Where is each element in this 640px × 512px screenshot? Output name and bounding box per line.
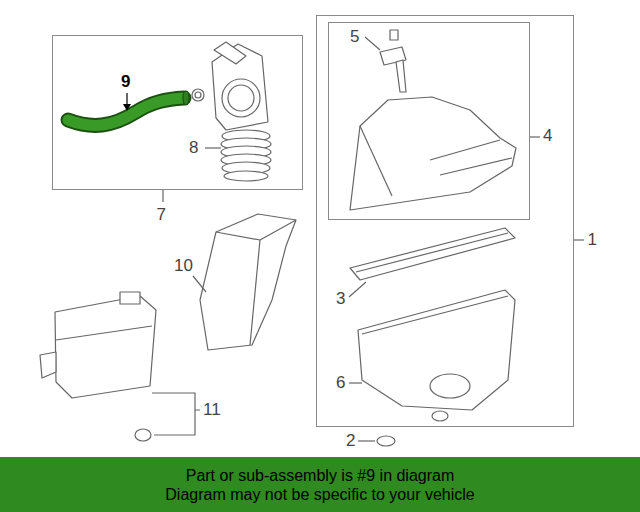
notice-band: Part or sub-assembly is #9 in diagramDia… bbox=[0, 457, 640, 512]
callout-number: 7 bbox=[157, 205, 166, 225]
callout-number: 9 bbox=[121, 72, 130, 92]
leader-lines bbox=[127, 37, 584, 441]
callout-number: 2 bbox=[346, 431, 355, 451]
callout-number: 4 bbox=[543, 126, 552, 146]
cleaner-cap bbox=[350, 97, 516, 210]
leader-line bbox=[205, 147, 221, 148]
notice-text: Diagram may not be specific to your vehi… bbox=[165, 485, 474, 504]
assembly-frame: 14 bbox=[316, 15, 574, 427]
leader-line bbox=[574, 239, 584, 240]
callout-number: 3 bbox=[336, 289, 345, 309]
hose-clamp bbox=[192, 89, 204, 101]
airflow-sensor bbox=[380, 30, 406, 92]
reservoir-tank bbox=[40, 292, 156, 441]
leader-line bbox=[126, 93, 127, 110]
group-frame: 7 bbox=[52, 35, 303, 190]
callout-number: 8 bbox=[189, 138, 198, 158]
intake-duct bbox=[200, 214, 296, 350]
filter-element bbox=[350, 228, 515, 280]
leader-line bbox=[349, 382, 362, 383]
leader-line bbox=[358, 440, 375, 441]
callout-number: 1 bbox=[588, 230, 597, 250]
cleaner-case bbox=[358, 290, 515, 421]
leader-line bbox=[365, 37, 380, 50]
callout-number: 6 bbox=[336, 373, 345, 393]
subassembly-frame: 4 bbox=[328, 22, 530, 220]
hose-part bbox=[68, 91, 189, 125]
leader-line bbox=[193, 276, 206, 292]
notice-text: Part or sub-assembly is #9 in diagram bbox=[186, 466, 455, 485]
intake-tube bbox=[212, 42, 271, 181]
leader-line bbox=[162, 190, 163, 202]
callout-number: 11 bbox=[203, 400, 221, 420]
leader-line bbox=[530, 136, 540, 137]
callout-number: 10 bbox=[174, 256, 193, 276]
callout-number: 5 bbox=[350, 27, 359, 47]
bracket-line bbox=[152, 393, 200, 435]
leader-line bbox=[349, 282, 366, 297]
grommet-part bbox=[377, 436, 395, 446]
